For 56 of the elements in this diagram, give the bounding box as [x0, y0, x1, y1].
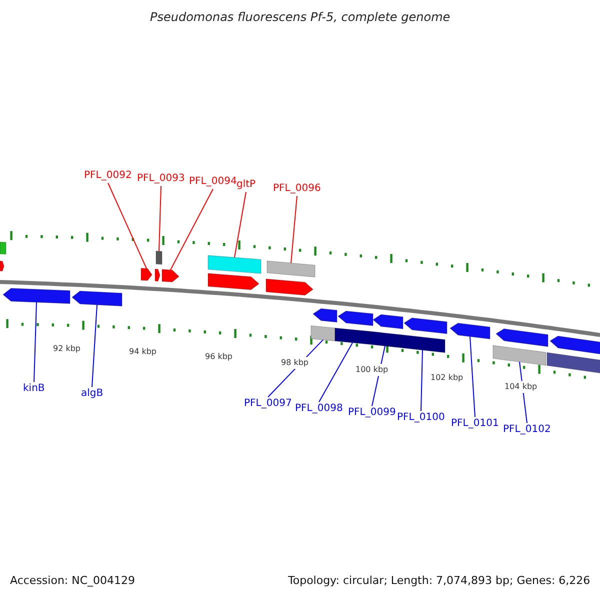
gene-label: PFL_0098 [295, 403, 343, 415]
gene-label: gltP [236, 179, 256, 191]
gene-feature [312, 308, 338, 323]
scale-label: 96 kbp [204, 351, 234, 363]
gene-label: kinB [23, 383, 45, 395]
gene-block [310, 325, 336, 342]
leader-line [318, 342, 353, 402]
gene-feature [450, 322, 490, 340]
leader-line [92, 304, 98, 388]
gene-block [400, 334, 446, 353]
leader-line [170, 188, 214, 270]
gene-feature [338, 310, 374, 326]
gene-feature [0, 260, 4, 272]
gene-block [546, 352, 600, 374]
gene-feature [2, 288, 70, 304]
leader-line [234, 192, 246, 258]
gene-label: PFL_0100 [397, 412, 445, 424]
gene-block [208, 255, 262, 274]
gene-feature [266, 278, 314, 296]
scale-label: 94 kbp [128, 346, 158, 358]
gene-label: PFL_0092 [84, 170, 132, 182]
gene-feature [496, 328, 548, 347]
scale-label: 92 kbp [52, 343, 82, 355]
leader-line [420, 350, 423, 412]
leader-line [470, 336, 476, 418]
gene-feature [404, 318, 448, 334]
accession-note: Accession: NC_004129 [10, 575, 136, 587]
gene-block [334, 328, 370, 345]
gene-label: PFL_0093 [137, 173, 185, 185]
gene-label: PFL_0102 [503, 424, 551, 436]
gene-label: PFL_0096 [273, 183, 321, 195]
scale-label: 104 kbp [504, 381, 538, 393]
leader-line [108, 182, 147, 269]
scale-label: 100 kbp [354, 364, 390, 376]
gene-block [156, 250, 162, 265]
gene-label: PFL_0094 [189, 176, 237, 188]
gene-feature [140, 268, 152, 281]
gene-feature [550, 336, 600, 356]
leader-line [158, 186, 162, 252]
gene-block [370, 331, 400, 348]
gene-block [492, 345, 546, 366]
leader-line [34, 302, 37, 382]
gene-feature [208, 273, 260, 290]
gene-block [266, 260, 316, 278]
scale-label: 102 kbp [430, 372, 464, 384]
gene-label: PFL_0101 [451, 418, 499, 430]
gene-label: PFL_0099 [348, 407, 396, 419]
gene-label: PFL_0097 [244, 398, 292, 410]
map-title: Pseudomonas fluorescens Pf-5, complete genome [150, 11, 450, 23]
gene-feature [372, 314, 404, 330]
gene-label: algB [81, 388, 104, 400]
leader-line [290, 196, 298, 264]
gene-feature [72, 290, 122, 306]
gene-block [0, 242, 6, 255]
genome-summary: Topology: circular; Length: 7,074,893 bp; Genes: 6,226 [288, 575, 590, 587]
scale-label: 98 kbp [280, 357, 310, 369]
